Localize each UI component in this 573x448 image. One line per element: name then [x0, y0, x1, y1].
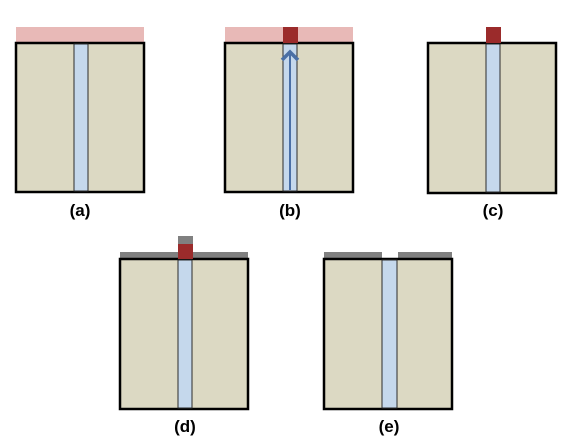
panel-b: (b) [223, 27, 355, 220]
channel [381, 259, 398, 409]
dark-red-plug [486, 27, 501, 43]
dark-red-plug [283, 27, 298, 43]
gray-layer-left [324, 252, 382, 259]
gray-layer-right [398, 252, 452, 259]
channel [485, 43, 501, 193]
panel-e: (e) [322, 252, 454, 436]
channel [177, 259, 193, 409]
panel-a: (a) [14, 27, 146, 220]
panel-label-c: (c) [483, 201, 504, 220]
panel-label-d: (d) [174, 417, 196, 436]
panel-label-e: (e) [379, 417, 400, 436]
panel-d: (d) [118, 236, 250, 436]
pink-layer [16, 27, 144, 43]
panel-label-a: (a) [70, 201, 91, 220]
gray-cap [178, 236, 193, 244]
channel [73, 43, 89, 192]
dark-red-plug [178, 244, 193, 259]
panel-c: (c) [426, 27, 558, 220]
panel-label-b: (b) [279, 201, 301, 220]
